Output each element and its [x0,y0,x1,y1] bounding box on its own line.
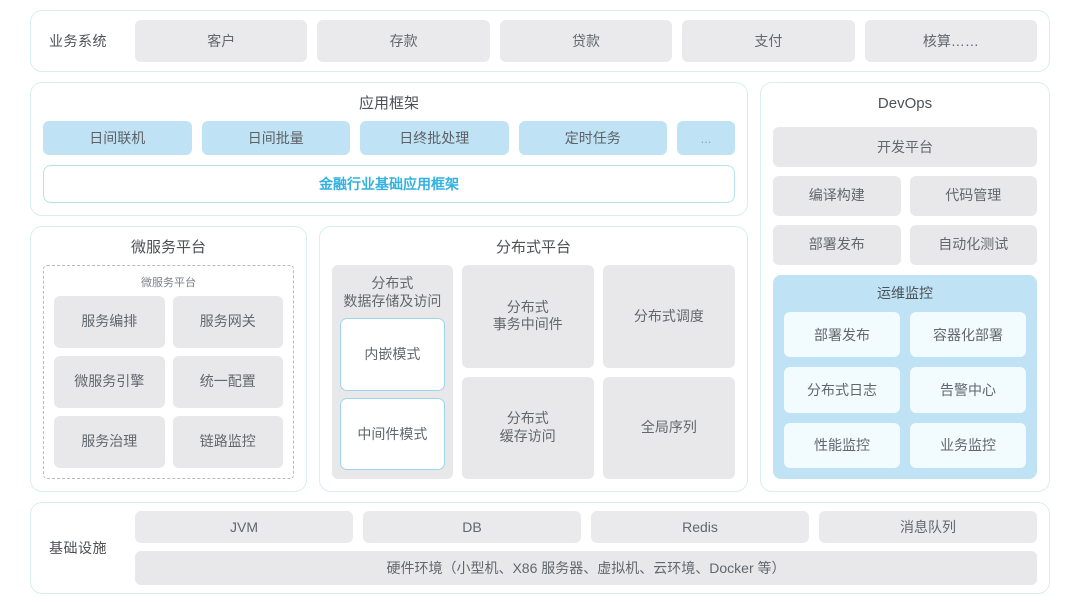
distributed-storage-title-line2: 数据存储及访问 [343,292,442,309]
microservice-cell-service-gateway[interactable]: 服务网关 [172,296,283,348]
distributed-storage-card[interactable]: 分布式 数据存储及访问 内嵌模式 中间件模式 [332,265,453,479]
business-system-chip-customer[interactable]: 客户 [135,20,308,62]
devops-cell-code-management[interactable]: 代码管理 [909,176,1037,216]
distributed-card-transaction-middleware[interactable]: 分布式 事务中间件 [461,265,594,368]
distributed-card-scheduling[interactable]: 分布式调度 [602,265,735,368]
distributed-platform-title: 分布式平台 [495,239,571,256]
ops-monitoring-grid: 部署发布 容器化部署 分布式日志 告警中心 性能监控 业务监控 [783,311,1027,469]
devops-cell-compile-build[interactable]: 编译构建 [773,176,901,216]
business-system-chip-payment[interactable]: 支付 [682,20,855,62]
infrastructure-hardware-bar[interactable]: 硬件环境（小型机、X86 服务器、虚拟机、云环境、Docker 等） [135,551,1037,585]
business-system-chip-loan[interactable]: 贷款 [499,20,673,62]
app-framework-chip-more[interactable]: ... [677,121,735,155]
infrastructure-panel: 基础设施 JVM DB Redis 消息队列 硬件环境（小型机、X86 服务器、… [30,502,1050,594]
distributed-platform-grid: 分布式 数据存储及访问 内嵌模式 中间件模式 分布式 事务中间件 [332,265,735,479]
infrastructure-chip-redis[interactable]: Redis [591,511,809,543]
devops-dev-platform-card[interactable]: 开发平台 [773,127,1037,167]
distributed-storage-title: 分布式 数据存储及访问 [340,273,445,318]
microservice-cell-trace-monitoring[interactable]: 链路监控 [172,416,283,468]
business-system-chip-deposit[interactable]: 存款 [317,20,490,62]
platform-lower-row: 微服务平台 微服务平台 服务编排 服务网关 微服务引擎 统一配置 服务治理 链路… [30,226,748,492]
devops-panel: DevOps 开发平台 编译构建 代码管理 部署发布 自动化测试 运维监控 部署… [760,82,1050,492]
platform-left-column: 应用框架 日间联机 日间批量 日终批处理 定时任务 ... 金融行业基础应用框架… [30,82,748,492]
microservice-platform-inner-box: 微服务平台 服务编排 服务网关 微服务引擎 统一配置 服务治理 链路监控 [43,265,294,479]
infrastructure-content: JVM DB Redis 消息队列 硬件环境（小型机、X86 服务器、虚拟机、云… [135,511,1037,585]
ops-cell-performance-monitoring[interactable]: 性能监控 [783,421,901,469]
app-framework-chip-daytime-online[interactable]: 日间联机 [43,121,192,155]
distributed-card-global-sequence[interactable]: 全局序列 [602,376,735,479]
ops-cell-distributed-logging[interactable]: 分布式日志 [783,366,901,414]
storage-mode-embedded[interactable]: 内嵌模式 [340,318,445,391]
business-system-chip-accounting[interactable]: 核算…… [864,20,1038,62]
distributed-storage-mode-list: 内嵌模式 中间件模式 [340,318,445,470]
microservice-platform-grid: 服务编排 服务网关 微服务引擎 统一配置 服务治理 链路监控 [54,296,283,468]
distributed-storage-title-line1: 分布式 [371,275,414,291]
microservice-cell-service-engine[interactable]: 微服务引擎 [54,356,165,408]
application-framework-title: 应用框架 [358,95,419,112]
business-systems-chip-list: 客户 存款 贷款 支付 核算…… [135,20,1038,62]
application-framework-chip-list: 日间联机 日间批量 日终批处理 定时任务 ... [43,121,735,155]
infrastructure-chip-jvm[interactable]: JVM [135,511,353,543]
distributed-card-transaction-middleware-text: 分布式 事务中间件 [492,298,563,333]
devops-cell-deploy-release[interactable]: 部署发布 [773,225,901,265]
storage-mode-middleware[interactable]: 中间件模式 [340,397,445,470]
distributed-platform-panel: 分布式平台 分布式 数据存储及访问 内嵌模式 中间件模式 [319,226,748,492]
app-framework-chip-daytime-batch[interactable]: 日间批量 [201,121,350,155]
microservice-cell-service-governance[interactable]: 服务治理 [54,416,165,468]
ops-cell-business-monitoring[interactable]: 业务监控 [909,421,1027,469]
devops-cell-automated-testing[interactable]: 自动化测试 [909,225,1037,265]
business-systems-panel: 业务系统 客户 存款 贷款 支付 核算…… [30,10,1050,72]
ops-cell-containerized-deployment[interactable]: 容器化部署 [909,311,1027,359]
distributed-card-cache-access[interactable]: 分布式 缓存访问 [461,376,594,479]
devops-title: DevOps [877,95,933,112]
infrastructure-chip-message-queue[interactable]: 消息队列 [819,511,1037,543]
platform-region: 应用框架 日间联机 日间批量 日终批处理 定时任务 ... 金融行业基础应用框架… [30,82,1050,492]
app-framework-chip-scheduled-task[interactable]: 定时任务 [518,121,667,155]
infrastructure-chip-db[interactable]: DB [363,511,581,543]
app-framework-chip-eod-batch[interactable]: 日终批处理 [360,121,509,155]
microservice-platform-panel: 微服务平台 微服务平台 服务编排 服务网关 微服务引擎 统一配置 服务治理 链路… [30,226,307,492]
distributed-card-cache-access-text: 分布式 缓存访问 [499,410,556,444]
microservice-cell-service-orchestration[interactable]: 服务编排 [54,296,165,348]
ops-monitoring-panel: 运维监控 部署发布 容器化部署 分布式日志 告警中心 性能监控 业务监控 [773,275,1037,479]
ops-cell-alert-center[interactable]: 告警中心 [909,366,1027,414]
base-application-framework-bar[interactable]: 金融行业基础应用框架 [43,165,735,203]
infrastructure-label: 基础设施 [49,540,107,556]
business-systems-label: 业务系统 [49,33,107,49]
microservice-platform-inner-label: 微服务平台 [141,277,196,289]
microservice-cell-unified-config[interactable]: 统一配置 [172,356,283,408]
devops-grid: 编译构建 代码管理 部署发布 自动化测试 [773,176,1037,265]
microservice-platform-title: 微服务平台 [130,239,206,256]
application-framework-panel: 应用框架 日间联机 日间批量 日终批处理 定时任务 ... 金融行业基础应用框架 [30,82,748,216]
ops-monitoring-title: 运维监控 [877,285,933,301]
infrastructure-chip-list: JVM DB Redis 消息队列 [135,511,1037,543]
ops-cell-deploy-release[interactable]: 部署发布 [783,311,901,359]
